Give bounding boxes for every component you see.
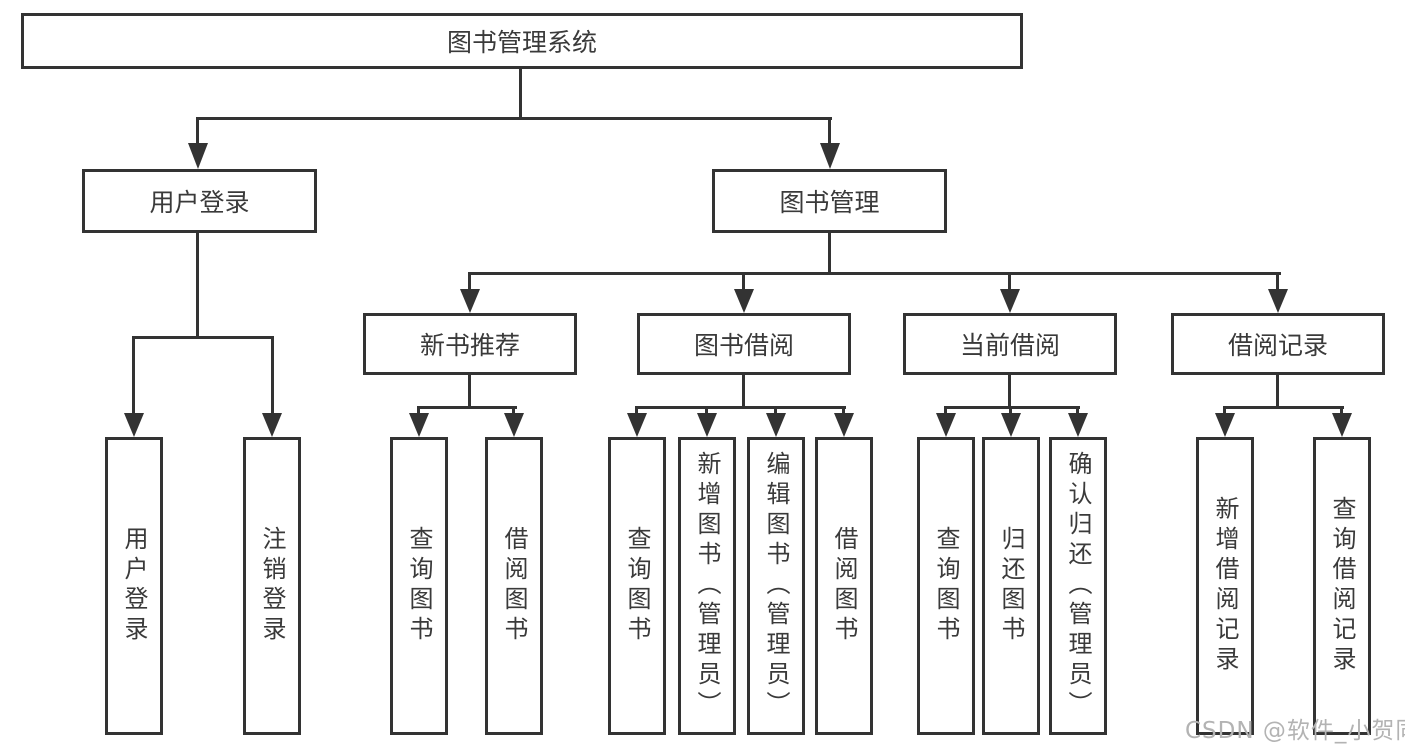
leaf-label: 归还图书 (997, 526, 1025, 646)
connector-line (842, 406, 845, 418)
connector-line (468, 272, 1281, 275)
connector-line (1223, 406, 1226, 418)
node-new-book-recommendation: 新书推荐 (363, 313, 577, 375)
leaf-label: 借阅图书 (830, 526, 858, 646)
arrow-down-icon (834, 413, 854, 437)
connector-line (774, 406, 777, 418)
node-label: 当前借阅 (959, 331, 1060, 360)
connector-line (132, 336, 274, 339)
connector-line (132, 336, 135, 416)
connector-line (1340, 406, 1343, 418)
connector-line (519, 68, 522, 120)
arrow-down-icon (734, 289, 754, 313)
arrow-down-icon (460, 289, 480, 313)
leaf-label: 借阅图书 (500, 526, 528, 646)
node-book-borrowing: 图书借阅 (637, 313, 851, 375)
leaf-borrowing-edit-books-admin: 编辑图书（管理员） (747, 437, 805, 735)
leaf-label: 查询图书 (405, 526, 433, 646)
arrow-down-icon (1215, 413, 1235, 437)
connector-line (196, 117, 832, 120)
node-label: 图书管理系统 (446, 28, 597, 57)
connector-line (1008, 375, 1011, 409)
connector-line (742, 375, 745, 409)
csdn-watermark: CSDN @软件_小贺同学 (1185, 718, 1405, 744)
leaf-current-query-books: 查询图书 (917, 437, 975, 735)
connector-line (417, 406, 420, 418)
leaf-label: 查询借阅记录 (1328, 496, 1356, 676)
connector-line (944, 406, 1080, 409)
node-current-borrowing: 当前借阅 (903, 313, 1117, 375)
node-library-management-system: 图书管理系统 (21, 13, 1023, 69)
arrow-down-icon (1068, 413, 1088, 437)
arrow-down-icon (409, 413, 429, 437)
leaf-logout: 注销登录 (243, 437, 301, 735)
leaf-borrowing-add-books-admin: 新增图书（管理员） (678, 437, 736, 735)
arrow-down-icon (1332, 413, 1352, 437)
arrow-down-icon (262, 413, 282, 437)
leaf-label: 新增借阅记录 (1211, 496, 1239, 676)
connector-line (468, 272, 471, 292)
node-user-login: 用户登录 (82, 169, 317, 233)
leaf-label: 用户登录 (120, 526, 148, 646)
arrow-down-icon (766, 413, 786, 437)
connector-line (635, 406, 846, 409)
leaf-current-return-books: 归还图书 (982, 437, 1040, 735)
leaf-borrowing-query-books: 查询图书 (608, 437, 666, 735)
connector-line (1076, 406, 1079, 418)
connector-line (417, 406, 517, 409)
arrow-down-icon (504, 413, 524, 437)
node-label: 用户登录 (149, 188, 250, 217)
arrow-down-icon (627, 413, 647, 437)
arrow-down-icon (820, 143, 840, 169)
leaf-user-login: 用户登录 (105, 437, 163, 735)
connector-line (742, 272, 745, 292)
leaf-newbooks-borrow-books: 借阅图书 (485, 437, 543, 735)
leaf-current-confirm-return-admin: 确认归还（管理员） (1049, 437, 1107, 735)
node-label: 新书推荐 (419, 331, 520, 360)
connector-line (828, 117, 831, 148)
arrow-down-icon (188, 143, 208, 169)
connector-line (1223, 406, 1344, 409)
connector-line (705, 406, 708, 418)
connector-line (828, 233, 831, 275)
connector-line (271, 336, 274, 416)
leaf-newbooks-query-books: 查询图书 (390, 437, 448, 735)
connector-line (1276, 375, 1279, 409)
leaf-label: 新增图书（管理员） (693, 451, 721, 721)
leaf-borrowing-borrow-books: 借阅图书 (815, 437, 873, 735)
arrow-down-icon (1001, 413, 1021, 437)
node-borrowing-records: 借阅记录 (1171, 313, 1385, 375)
leaf-label: 编辑图书（管理员） (762, 451, 790, 721)
arrow-down-icon (1000, 289, 1020, 313)
node-label: 借阅记录 (1227, 331, 1328, 360)
leaf-label: 查询图书 (623, 526, 651, 646)
arrow-down-icon (936, 413, 956, 437)
node-label: 图书管理 (779, 188, 880, 217)
leaf-records-query-record: 查询借阅记录 (1313, 437, 1371, 735)
connector-line (944, 406, 947, 418)
leaf-records-add-record: 新增借阅记录 (1196, 437, 1254, 735)
arrow-down-icon (697, 413, 717, 437)
leaf-label: 查询图书 (932, 526, 960, 646)
connector-line (1276, 272, 1279, 292)
connector-line (196, 117, 199, 148)
leaf-label: 注销登录 (258, 526, 286, 646)
connector-line (1008, 272, 1011, 292)
node-book-management: 图书管理 (712, 169, 947, 233)
connector-line (635, 406, 638, 418)
node-label: 图书借阅 (693, 331, 794, 360)
connector-line (512, 406, 515, 418)
connector-line (468, 375, 471, 409)
connector-line (196, 233, 199, 338)
leaf-label: 确认归还（管理员） (1064, 451, 1092, 721)
arrow-down-icon (124, 413, 144, 437)
connector-line (1009, 406, 1012, 418)
arrow-down-icon (1268, 289, 1288, 313)
